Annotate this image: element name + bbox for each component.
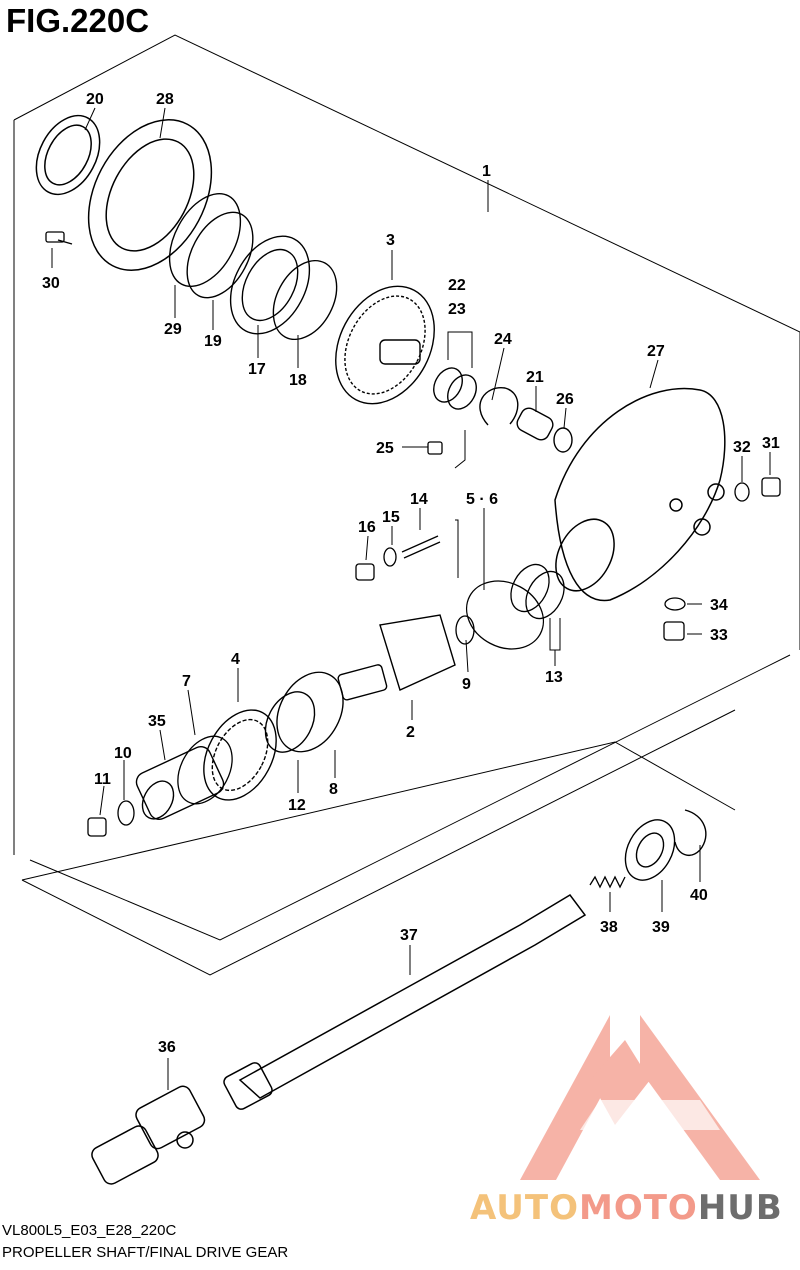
part-ring-gear-3 <box>335 285 435 405</box>
watermark-logo <box>520 1015 760 1180</box>
callout-38: 38 <box>600 919 618 936</box>
callout-9: 9 <box>462 676 471 693</box>
part-damper-4 <box>203 709 277 801</box>
callout-39: 39 <box>652 919 670 936</box>
part-universal-joint-36 <box>91 1085 206 1185</box>
callout-29: 29 <box>164 321 182 338</box>
callout-26: 26 <box>556 391 574 408</box>
callout-27: 27 <box>647 343 665 360</box>
callout-15: 15 <box>382 509 400 526</box>
part-washer-10 <box>117 800 135 826</box>
callout-8: 8 <box>329 781 338 798</box>
callout-28: 28 <box>156 91 174 108</box>
watermark-text: AUTOMOTOHUB <box>470 1188 783 1228</box>
part-coupling-35 <box>135 746 225 820</box>
part-bolt-30 <box>45 231 73 245</box>
part-nut-11 <box>87 817 107 837</box>
callout-13: 13 <box>545 669 563 686</box>
part-plug-33 <box>663 621 685 641</box>
callout-4: 4 <box>231 651 240 668</box>
part-circlip-40 <box>674 809 707 856</box>
part-pinion-gear-2 <box>337 614 456 701</box>
part-needle-bearing-21 <box>516 407 554 441</box>
part-bolt-25 <box>427 441 443 455</box>
part-plug-31 <box>761 477 781 497</box>
callout-labels: 1 2 3 4 5 · 6 7 8 9 10 11 12 13 14 15 16… <box>42 91 780 1056</box>
part-washer-15 <box>383 547 397 567</box>
callout-36: 36 <box>158 1039 176 1056</box>
part-oil-seal-20 <box>35 114 101 196</box>
part-spring-38 <box>589 875 626 889</box>
diagram-code: VL800L5_E03_E28_220C <box>2 1222 177 1239</box>
part-gasket-5-6 <box>465 580 545 650</box>
callout-31: 31 <box>762 435 780 452</box>
part-washer-32 <box>734 482 750 502</box>
watermark-moto: MOTO <box>578 1188 698 1228</box>
callout-20: 20 <box>86 91 104 108</box>
watermark-hub: HUB <box>697 1188 783 1228</box>
part-final-drive-case-27 <box>554 387 726 602</box>
callout-11: 11 <box>94 771 111 788</box>
callout-30: 30 <box>42 275 60 292</box>
callout-40: 40 <box>690 887 708 904</box>
callout-23: 23 <box>448 301 466 318</box>
part-bearing-9 <box>455 615 475 645</box>
part-oring-7 <box>177 735 233 805</box>
part-nut-16 <box>355 563 375 581</box>
callout-33: 33 <box>710 627 728 644</box>
part-rings-22-23 <box>433 367 477 410</box>
callout-12: 12 <box>288 797 306 814</box>
callout-10: 10 <box>114 745 132 762</box>
callout-34: 34 <box>710 597 728 614</box>
callout-18: 18 <box>289 372 307 389</box>
part-propeller-shaft-37 <box>223 894 587 1110</box>
part-housing-flange-28 <box>87 119 213 271</box>
callout-35: 35 <box>148 713 166 730</box>
callout-25: 25 <box>376 440 394 457</box>
callout-32: 32 <box>733 439 751 456</box>
callout-22: 22 <box>448 277 466 294</box>
part-bearing-8-12 <box>264 671 344 753</box>
leader-lines <box>51 107 771 1090</box>
part-bearing-17-18 <box>229 235 338 341</box>
callout-16: 16 <box>358 519 376 536</box>
watermark-auto: AUTO <box>470 1188 579 1228</box>
callout-37: 37 <box>400 927 418 944</box>
callout-7: 7 <box>182 673 191 690</box>
part-shims-13 <box>510 563 565 620</box>
part-washer-34 <box>664 597 686 611</box>
part-oil-seal-39 <box>624 819 676 881</box>
part-stud-14 <box>401 535 441 559</box>
part-washer-26 <box>553 427 573 453</box>
diagram-subtitle: PROPELLER SHAFT/FINAL DRIVE GEAR <box>2 1244 289 1261</box>
callout-1: 1 <box>482 163 491 180</box>
assembly-frame <box>13 34 800 976</box>
callout-3: 3 <box>386 232 395 249</box>
part-shims-29-19 <box>168 192 254 299</box>
part-snap-ring-24 <box>479 387 519 426</box>
callout-2: 2 <box>406 724 415 741</box>
callout-14: 14 <box>410 491 428 508</box>
callout-24: 24 <box>494 331 512 348</box>
callout-21: 21 <box>526 369 544 386</box>
callout-5-6: 5 · 6 <box>466 491 498 508</box>
figure-title: FIG.220C <box>6 2 150 39</box>
callout-19: 19 <box>204 333 222 350</box>
callout-17: 17 <box>248 361 266 378</box>
